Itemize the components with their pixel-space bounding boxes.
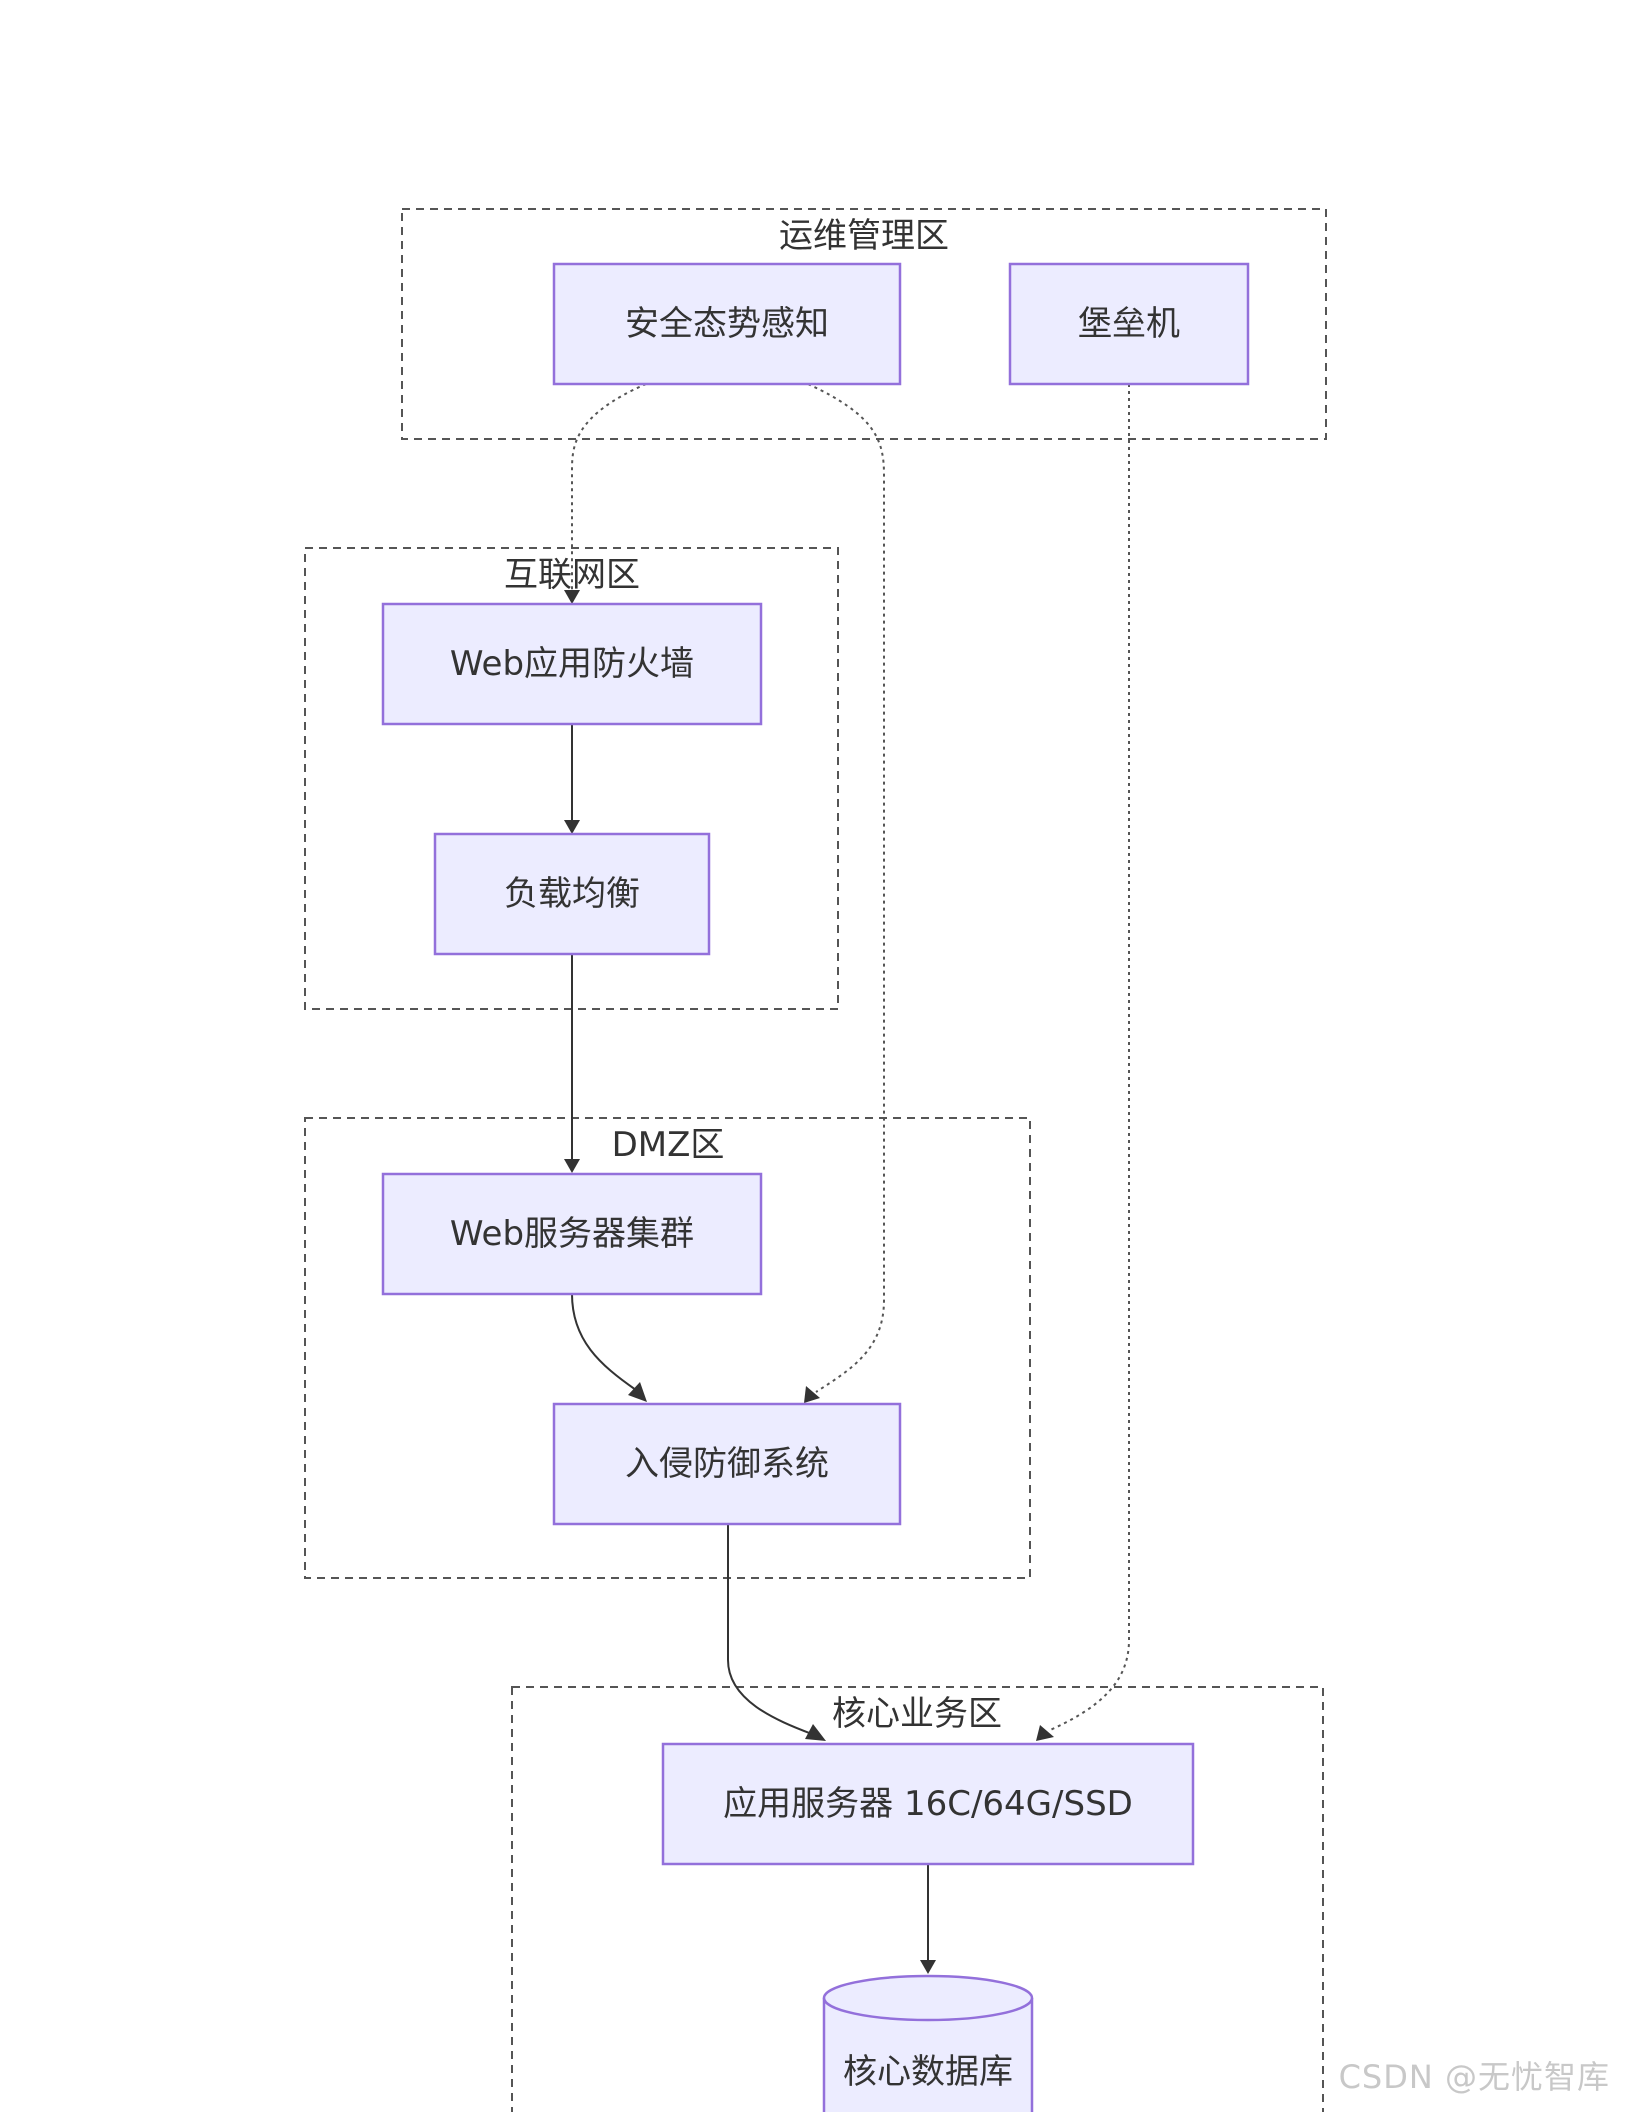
db-cylinder-body	[822, 1998, 1034, 2112]
arrowhead-webcluster	[564, 1159, 580, 1173]
node-core-db-label: 核心数据库	[843, 2052, 1013, 2092]
arrowhead-app	[805, 1724, 826, 1741]
node-web-cluster-label: Web服务器集群	[450, 1214, 694, 1254]
edge-bastion-to-app	[1047, 384, 1130, 1732]
node-situational-awareness: 安全态势感知	[552, 262, 902, 386]
db-cylinder-top	[822, 1974, 1034, 2022]
node-ips-label: 入侵防御系统	[625, 1444, 829, 1484]
edge-awareness-to-ips	[807, 383, 885, 1393]
zone-core: 核心业务区	[511, 1686, 1324, 2112]
node-waf: Web应用防火墙	[381, 602, 763, 726]
zone-dmz-frame	[304, 1117, 1031, 1579]
node-bastion-host: 堡垒机	[1008, 262, 1250, 386]
node-waf-label: Web应用防火墙	[450, 644, 694, 684]
node-app-server: 应用服务器 16C/64G/SSD	[661, 1742, 1195, 1866]
arrowhead-db	[920, 1960, 936, 1974]
arrowhead-waf-dotted	[564, 590, 580, 604]
zone-ops-frame	[401, 208, 1327, 440]
arrowhead-app-dotted	[1036, 1725, 1054, 1741]
node-web-cluster: Web服务器集群	[381, 1172, 763, 1296]
edges	[564, 383, 1130, 1974]
node-ips: 入侵防御系统	[552, 1402, 902, 1526]
arrowhead-ips-dotted	[804, 1386, 820, 1403]
node-bastion-host-label: 堡垒机	[1078, 304, 1180, 344]
node-app-server-label: 应用服务器 16C/64G/SSD	[723, 1784, 1133, 1824]
zone-ops: 运维管理区	[401, 208, 1327, 440]
node-load-balancer-label: 负载均衡	[504, 874, 640, 914]
node-load-balancer: 负载均衡	[433, 832, 711, 956]
zone-core-frame	[511, 1686, 1324, 2112]
node-situational-awareness-label: 安全态势感知	[625, 304, 829, 344]
node-core-db: 核心数据库	[822, 1974, 1034, 2112]
zone-ops-label: 运维管理区	[779, 216, 949, 256]
zone-core-label: 核心业务区	[832, 1694, 1002, 1734]
zone-dmz-label: DMZ区	[612, 1125, 725, 1165]
edge-ips-to-app	[727, 1524, 813, 1735]
watermark: CSDN @无忧智库	[1338, 2058, 1610, 2096]
arrowhead-lb	[564, 820, 580, 834]
edge-webcluster-to-ips	[571, 1293, 637, 1391]
zone-dmz: DMZ区	[304, 1117, 1031, 1579]
arrowhead-ips	[628, 1382, 647, 1402]
